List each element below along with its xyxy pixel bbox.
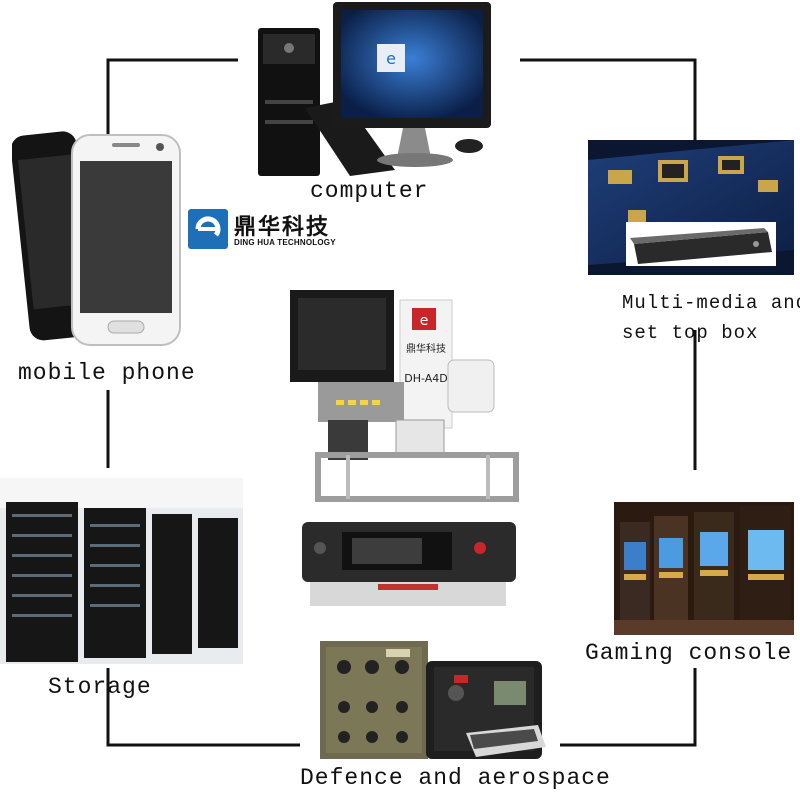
slot-machine-icon xyxy=(614,502,794,635)
circuit-board-icon xyxy=(588,140,794,275)
military-equipment-icon xyxy=(320,641,546,759)
rework-station-image: e 鼎华科技 DH-A4D xyxy=(288,290,524,610)
brand-chinese-name: 鼎华科技 xyxy=(234,215,331,240)
mobile-phone-image xyxy=(12,125,182,350)
bga-rework-station-icon: e 鼎华科技 DH-A4D xyxy=(290,290,519,606)
label-mobile-phone: mobile phone xyxy=(18,360,196,386)
storage-image xyxy=(0,478,243,664)
label-defence-aerospace: Defence and aerospace xyxy=(300,765,611,791)
server-rack-icon xyxy=(0,478,243,664)
label-computer: computer xyxy=(310,178,429,204)
gaming-image xyxy=(614,502,794,635)
label-multimedia-line1: Multi-media and xyxy=(622,292,800,314)
computer-image: e xyxy=(255,0,495,180)
ding-hua-logo-icon xyxy=(188,209,228,249)
multimedia-image xyxy=(588,140,794,275)
defence-image xyxy=(316,637,546,762)
smartphone-icon xyxy=(12,131,181,346)
svg-text:e: e xyxy=(386,49,396,68)
machine-model-text: DH-A4D xyxy=(404,372,447,385)
svg-text:e: e xyxy=(420,313,429,329)
machine-brand-text: 鼎华科技 xyxy=(406,342,446,355)
label-storage: Storage xyxy=(48,674,152,700)
label-gaming-console: Gaming console xyxy=(585,640,793,666)
brand-logo: 鼎华科技 DING HUA TECHNOLOGY xyxy=(188,207,338,257)
brand-english-name: DING HUA TECHNOLOGY xyxy=(234,238,336,247)
desktop-computer-icon: e xyxy=(258,2,491,176)
label-multimedia-line2: set top box xyxy=(622,322,759,344)
